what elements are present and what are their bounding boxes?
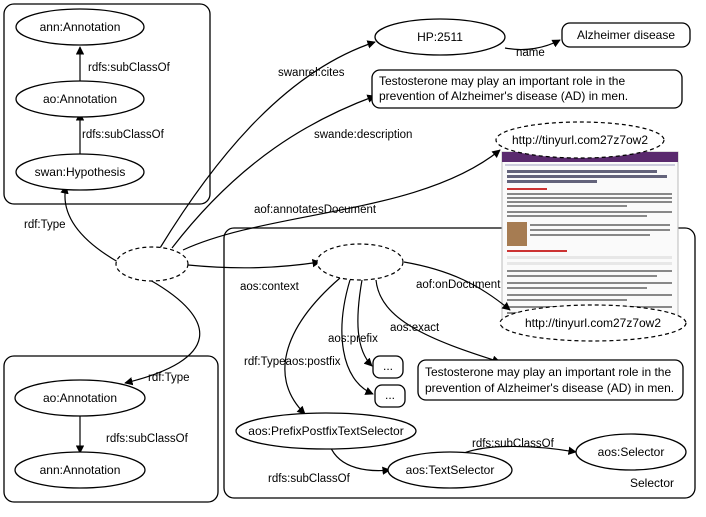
label-rdf-type-postfix: rdf:Typeaos:postfix — [244, 356, 341, 368]
label-aof-on-document: aof:onDocument — [416, 279, 501, 291]
node-description-line-1: Testosterone may play an important role … — [379, 74, 625, 88]
edge-aos-prefix — [357, 279, 373, 367]
label-aos-prefix: aos:prefix — [328, 333, 378, 345]
label-rdf-type-bottom: rdf:Type — [148, 372, 190, 384]
document-preview — [501, 151, 679, 329]
edge-rdf-type-selector — [284, 277, 341, 415]
edge-swanrel-cites — [159, 40, 376, 249]
node-selector-label: aos:Selector — [598, 445, 665, 459]
node-ann-annotation-top — [15, 8, 145, 46]
label-subclass-bottom: rdfs:subClassOf — [106, 433, 189, 445]
label-name: name — [516, 47, 545, 59]
label-aof-annotates-document: aof:annotatesDocument — [254, 204, 377, 216]
node-ao-annotation-bottom-label: ao:Annotation — [43, 391, 117, 405]
label-aos-context: aos:context — [240, 281, 300, 293]
edge-aos-context — [187, 258, 321, 269]
node-selector — [575, 433, 687, 471]
node-blank-context — [316, 243, 404, 281]
label-subclass-selector: rdfs:subClassOf — [472, 438, 555, 450]
node-hp2511 — [374, 18, 506, 56]
node-url-bottom-label: http://tinyurl.com27z7ow2 — [525, 316, 661, 330]
node-exact-line-1: Testosterone may play an important role … — [425, 365, 671, 379]
node-ao-annotation-bottom — [14, 379, 146, 417]
node-ao-annotation-top-label: ao:Annotation — [43, 92, 117, 106]
label-aos-exact: aos:exact — [390, 322, 440, 334]
label-swande-description: swande:description — [314, 129, 412, 141]
node-url-top-label: http://tinyurl.com27z7ow2 — [512, 133, 648, 147]
label-rdf-type-top: rdf:Type — [24, 219, 66, 231]
edge-aof-on-document — [403, 261, 511, 311]
node-ann-annotation-bottom — [14, 451, 146, 489]
node-ellipsis-1 — [372, 355, 404, 379]
selector-group-label: Selector — [630, 476, 674, 490]
node-alzheimer-disease-label: Alzheimer disease — [577, 28, 675, 42]
edge-rdf-type-bottom — [124, 279, 201, 386]
node-swan-hypothesis — [15, 153, 145, 191]
node-ann-annotation-top-label: ann:Annotation — [40, 20, 121, 34]
node-url-top — [495, 121, 665, 159]
label-subclass-text-selector: rdfs:subClassOf — [268, 473, 351, 485]
edge-rdf-type-top — [60, 185, 119, 263]
node-hp2511-label: HP:2511 — [417, 30, 463, 44]
node-exact-line-2: prevention of Alzheimer's disease (AD) i… — [425, 381, 674, 395]
node-blank-annotation — [115, 246, 189, 282]
label-subclass-2: rdfs:subClassOf — [82, 129, 165, 141]
node-description-literal — [371, 69, 683, 109]
node-ellipsis-2 — [374, 384, 406, 408]
node-text-selector — [387, 451, 513, 489]
edge-name — [504, 39, 561, 51]
label-swanrel-cites: swanrel:cites — [278, 67, 345, 79]
node-text-selector-label: aos:TextSelector — [406, 463, 495, 477]
node-prefix-postfix-selector — [235, 412, 417, 450]
node-ann-annotation-bottom-label: ann:Annotation — [40, 463, 121, 477]
node-ao-annotation-top — [15, 80, 145, 118]
node-swan-hypothesis-label: swan:Hypothesis — [35, 165, 126, 179]
edge-aos-postfix — [341, 279, 374, 395]
edge-subclass-text-selector — [329, 445, 391, 475]
edge-swande-description — [171, 94, 376, 249]
edge-aos-exact — [375, 279, 501, 364]
edge-aof-annotates-document — [182, 149, 501, 251]
node-ellipsis-1-label: ... — [383, 359, 393, 373]
node-exact-literal — [417, 359, 684, 401]
node-prefix-postfix-selector-label: aos:PrefixPostfixTextSelector — [248, 424, 403, 438]
node-url-bottom — [499, 304, 687, 342]
node-ellipsis-2-label: ... — [385, 388, 395, 402]
node-alzheimer-disease — [561, 22, 691, 48]
label-subclass-1: rdfs:subClassOf — [88, 62, 171, 74]
node-description-line-2: prevention of Alzheimer's disease (AD) i… — [379, 89, 628, 103]
